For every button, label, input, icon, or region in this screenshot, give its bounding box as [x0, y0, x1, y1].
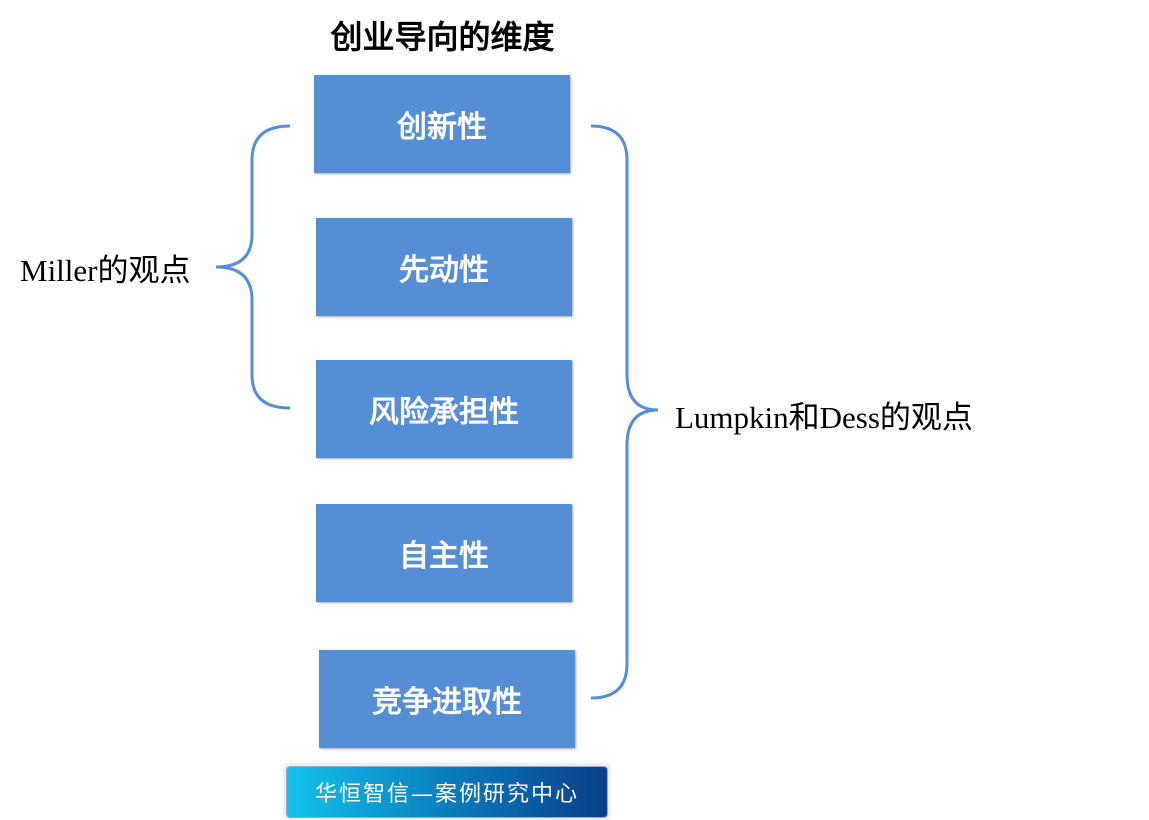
dimension-box-risk-taking: 风险承担性 — [316, 360, 572, 458]
footer-banner: 华恒智信—案例研究中心 — [286, 766, 608, 818]
dimension-box-autonomy: 自主性 — [316, 504, 572, 602]
right-brace — [590, 124, 659, 700]
right-label: Lumpkin和Dess的观点 — [675, 400, 973, 435]
dimension-box-competitive-aggressiveness: 竞争进取性 — [319, 650, 575, 748]
diagram-title: 创业导向的维度 — [330, 18, 555, 56]
left-brace — [215, 124, 291, 410]
left-label: Miller的观点 — [20, 253, 191, 288]
dimension-box-proactiveness: 先动性 — [316, 218, 572, 316]
dimension-box-innovativeness: 创新性 — [314, 75, 570, 173]
